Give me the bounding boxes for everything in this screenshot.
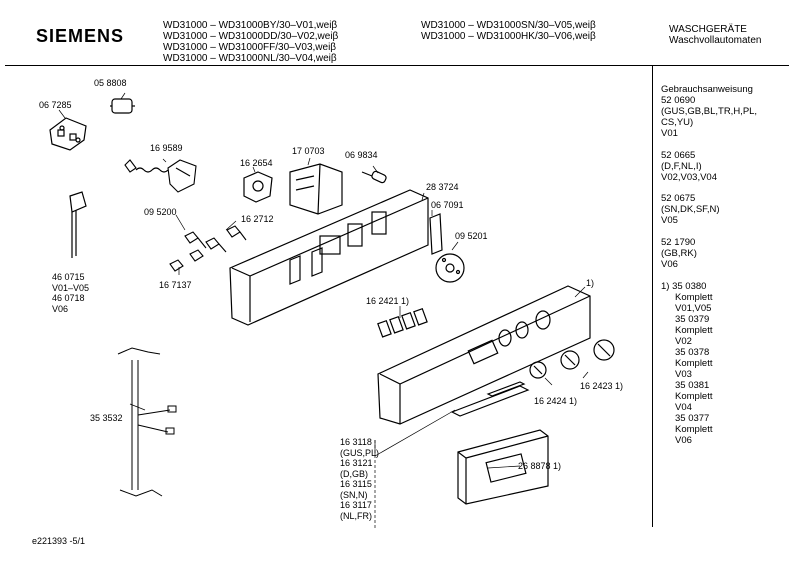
- manual-line: (GUS,GB,BL,TR,H,PL,: [661, 106, 758, 117]
- footnote-line: Komplett: [675, 292, 713, 303]
- part-label-167137: 16 7137: [159, 280, 192, 290]
- switch-spring-part: [124, 159, 197, 193]
- label-line: 46 0718: [52, 293, 85, 303]
- part-label-283724: 28 3724: [426, 182, 459, 192]
- part-label-163118: 16 3118 (GUS,PL) 16 3121 (D,GB) 16 3115 …: [340, 437, 379, 521]
- model-list-right: WD31000 – WD31000SN/30–V05,weiβ WD31000 …: [421, 20, 596, 42]
- manual-line: V01: [661, 128, 678, 139]
- part-label-162423: 16 2423 1): [580, 381, 624, 391]
- mains-cable-part: [69, 191, 87, 258]
- label-line: 16 3118: [340, 437, 372, 447]
- label-line: (D,GB): [340, 468, 368, 479]
- footnote-list: Komplett V01,V05 35 0379 Komplett V02 35…: [675, 292, 713, 446]
- part-label-353532: 35 3532: [90, 413, 123, 423]
- control-knobs-part: [529, 339, 615, 379]
- model-list-left: WD31000 – WD31000BY/30–V01,weiβ WD31000 …: [163, 20, 338, 64]
- drawer-handle-part: [457, 429, 549, 505]
- manual-line: Gebrauchsanweisung: [661, 84, 753, 95]
- model-line: WD31000 – WD31000HK/30–V06,weiβ: [421, 31, 596, 42]
- relay-part: [243, 171, 273, 203]
- manual-line: V06: [661, 259, 678, 270]
- right-panel-divider: [652, 65, 653, 527]
- label-line: (GUS,PL): [340, 447, 380, 458]
- part-label-162654: 16 2654: [240, 158, 273, 168]
- footnote-line: 35 0379: [675, 314, 710, 325]
- manual-line: CS,YU): [661, 117, 694, 128]
- label-line: 16 3115: [340, 479, 372, 489]
- manual-line: (SN,DK,SF,N): [661, 204, 720, 215]
- footnote-line: V02: [675, 336, 692, 347]
- front-panel-part: [377, 285, 591, 425]
- model-line: WD31000 – WD31000DD/30–V02,weiβ: [163, 31, 339, 42]
- part-label-067285: 06 7285: [39, 100, 72, 110]
- footnote-line: Komplett: [675, 424, 713, 435]
- category-title: WASCHGERÄTE Waschvollautomaten: [669, 24, 761, 46]
- category-line: WASCHGERÄTE: [669, 24, 747, 35]
- footnote-line: Komplett: [675, 358, 713, 369]
- manual-variant-3: 52 0675 (SN,DK,SF,N) V05: [661, 193, 720, 226]
- lamp-part: [361, 170, 387, 184]
- label-line: V06: [52, 303, 69, 314]
- label-line: 16 3121: [340, 458, 373, 468]
- header-divider: [5, 65, 789, 66]
- programmer-part: [289, 163, 343, 215]
- manual-line: 52 0675: [661, 193, 696, 204]
- bracket-part: [49, 117, 87, 151]
- manual-line: 52 0690: [661, 95, 696, 106]
- footnote-line: V01,V05: [675, 303, 712, 314]
- part-label-067091: 06 7091: [431, 200, 464, 210]
- manual-line: (GB,RK): [661, 248, 697, 259]
- capacitor-part: [110, 98, 135, 114]
- knob-plate-part: [435, 253, 465, 283]
- model-line: WD31000 – WD31000FF/30–V03,weiβ: [163, 42, 337, 53]
- manual-variant-2: 52 0665 (D,F,NL,I) V02,V03,V04: [661, 150, 717, 183]
- label-line: (SN,N): [340, 489, 368, 500]
- manual-line: (D,F,NL,I): [661, 161, 702, 172]
- part-label-095200: 09 5200: [144, 207, 177, 217]
- model-line: WD31000 – WD31000BY/30–V01,weiβ: [163, 20, 338, 31]
- part-label-162712: 16 2712: [241, 214, 274, 224]
- label-line: (NL,FR): [340, 510, 372, 521]
- manual-line: V02,V03,V04: [661, 172, 717, 183]
- wiring-harness-part: [117, 347, 177, 497]
- part-label-162421: 16 2421 1): [366, 296, 410, 306]
- part-label-169589: 16 9589: [150, 143, 183, 153]
- label-line: 46 0715: [52, 272, 85, 282]
- knob-shaft-parts: [169, 225, 247, 272]
- manual-variant-4: 52 1790 (GB,RK) V06: [661, 237, 697, 270]
- part-label-095201: 09 5201: [455, 231, 488, 241]
- part-label-460715: 46 0715 V01–V05 46 0718 V06: [52, 272, 89, 314]
- control-panel-housing: [229, 189, 429, 326]
- part-label-058808: 05 8808: [94, 78, 127, 88]
- part-label-note1: 1): [586, 278, 595, 288]
- push-buttons-part: [377, 307, 428, 338]
- footnote-line: V04: [675, 402, 692, 413]
- clip-part: [429, 213, 443, 255]
- manual-line: V05: [661, 215, 678, 226]
- footnote-heading: 1) 35 0380: [661, 281, 707, 292]
- footnote-line: 35 0381: [675, 380, 710, 391]
- footnote-line: V06: [675, 435, 692, 446]
- category-line: Waschvollautomaten: [669, 35, 762, 46]
- document-id: e221393 -5/1: [32, 536, 86, 546]
- footnote-line: 35 0377: [675, 413, 710, 424]
- footnote-line: 35 0378: [675, 347, 710, 358]
- part-label-162424: 16 2424 1): [534, 396, 578, 406]
- part-label-069834: 06 9834: [345, 150, 378, 160]
- part-label-170703: 17 0703: [292, 146, 325, 156]
- model-line: WD31000 – WD31000NL/30–V04,weiβ: [163, 53, 337, 64]
- manual-info: Gebrauchsanweisung 52 0690 (GUS,GB,BL,TR…: [661, 84, 757, 139]
- part-label-268878: 26 8878 1): [518, 461, 562, 471]
- label-line: 16 3117: [340, 500, 372, 510]
- model-line: WD31000 – WD31000SN/30–V05,weiβ: [421, 20, 596, 31]
- label-strip-part: [450, 381, 530, 417]
- label-line: V01–V05: [52, 282, 90, 293]
- manual-line: 52 0665: [661, 150, 696, 161]
- footnote-line: Komplett: [675, 391, 713, 402]
- footnote-line: V03: [675, 369, 692, 380]
- footnote-line: Komplett: [675, 325, 713, 336]
- manual-line: 52 1790: [661, 237, 696, 248]
- brand-logo: SIEMENS: [36, 26, 125, 46]
